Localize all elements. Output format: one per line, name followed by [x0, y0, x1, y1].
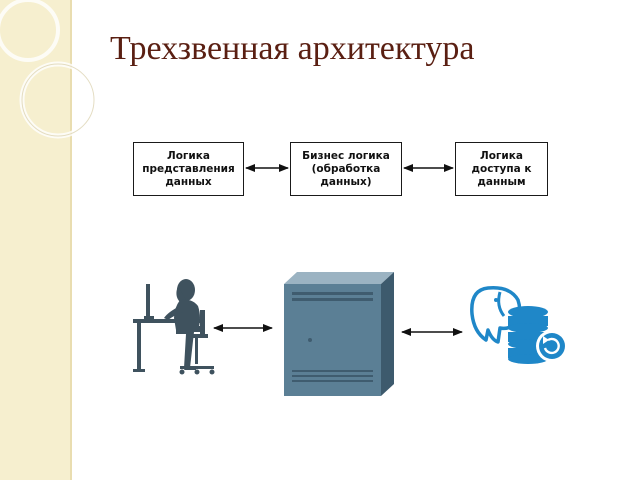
user-at-computer-icon	[133, 279, 215, 375]
page-title: Трехзвенная архитектура	[110, 30, 475, 67]
tier-business-logic-box: Бизнес логика (обработка данных)	[290, 142, 402, 196]
decorative-rings-icon	[0, 0, 97, 139]
tier-presentation-box: Логика представления данных	[133, 142, 244, 196]
postgresql-database-icon	[470, 286, 568, 364]
server-tower-icon	[284, 272, 394, 396]
slide-side-panel	[0, 0, 72, 480]
tier-data-access-box: Логика доступа к данным	[455, 142, 548, 196]
